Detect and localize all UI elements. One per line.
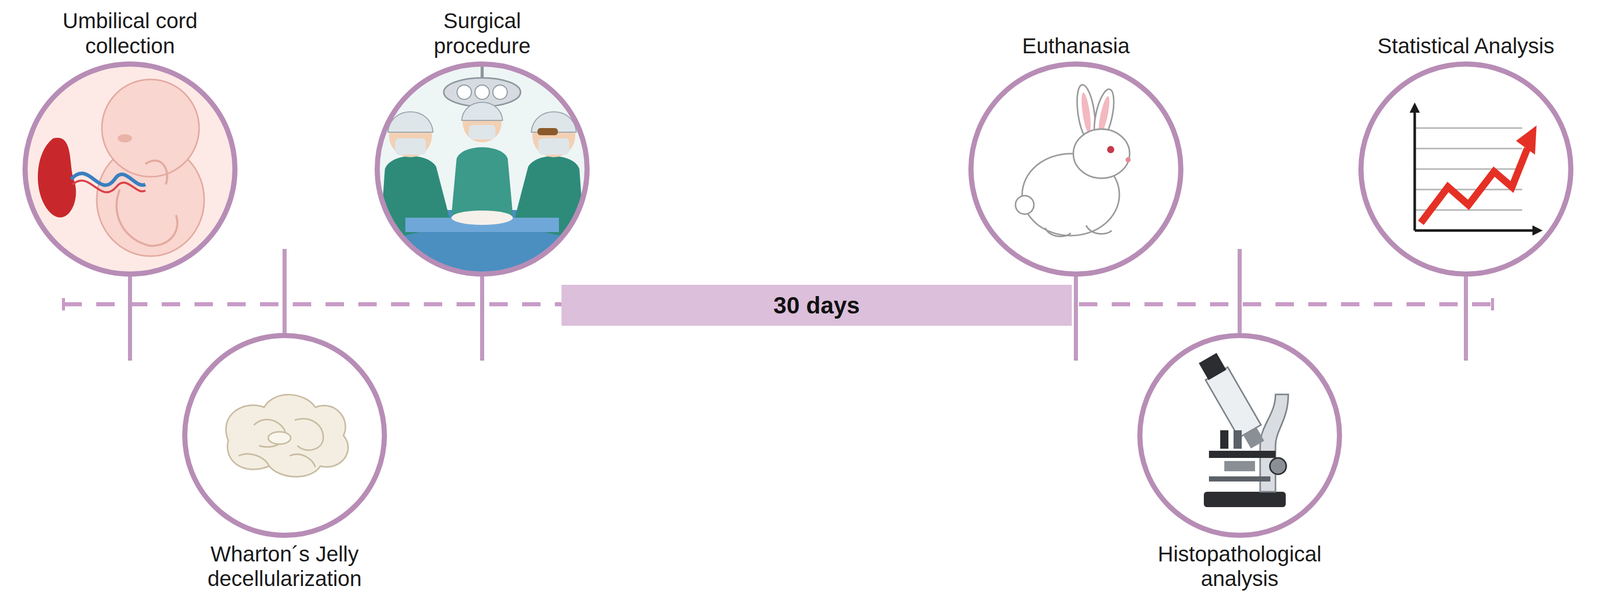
circle-outline [22, 61, 238, 277]
duration-label: 30 days [773, 291, 860, 319]
step-label: Histopathological analysis [1121, 541, 1358, 592]
step-circle: Euthanasia [968, 61, 1184, 277]
circle-outline [1358, 61, 1574, 277]
fetus-illustration [25, 63, 235, 274]
duration-bar: 30 days [561, 284, 1072, 326]
surgery-illustration [374, 61, 590, 282]
step-circle: Surgical procedure [374, 61, 590, 277]
circle-outline [968, 61, 1184, 277]
jelly-illustration [184, 335, 385, 535]
circle-outline [374, 61, 590, 277]
microscope-illustration [1139, 335, 1340, 535]
step-circle: Umbilical cord collection [22, 61, 238, 277]
step-label: Statistical Analysis [1377, 33, 1554, 59]
chart-illustration [1360, 63, 1571, 274]
circle-outline [182, 332, 387, 538]
step-label: Umbilical cord collection [22, 8, 238, 59]
step-label: Euthanasia [1022, 33, 1130, 59]
step-circle: Statistical Analysis [1358, 61, 1574, 277]
rabbit-illustration [970, 63, 1181, 274]
step-label: Wharton´s Jelly decellularization [166, 541, 403, 592]
step-circle: Histopathological analysis [1137, 332, 1343, 538]
step-label: Surgical procedure [400, 8, 565, 59]
circle-outline [1137, 332, 1343, 538]
step-circle: Wharton´s Jelly decellularization [182, 332, 387, 538]
